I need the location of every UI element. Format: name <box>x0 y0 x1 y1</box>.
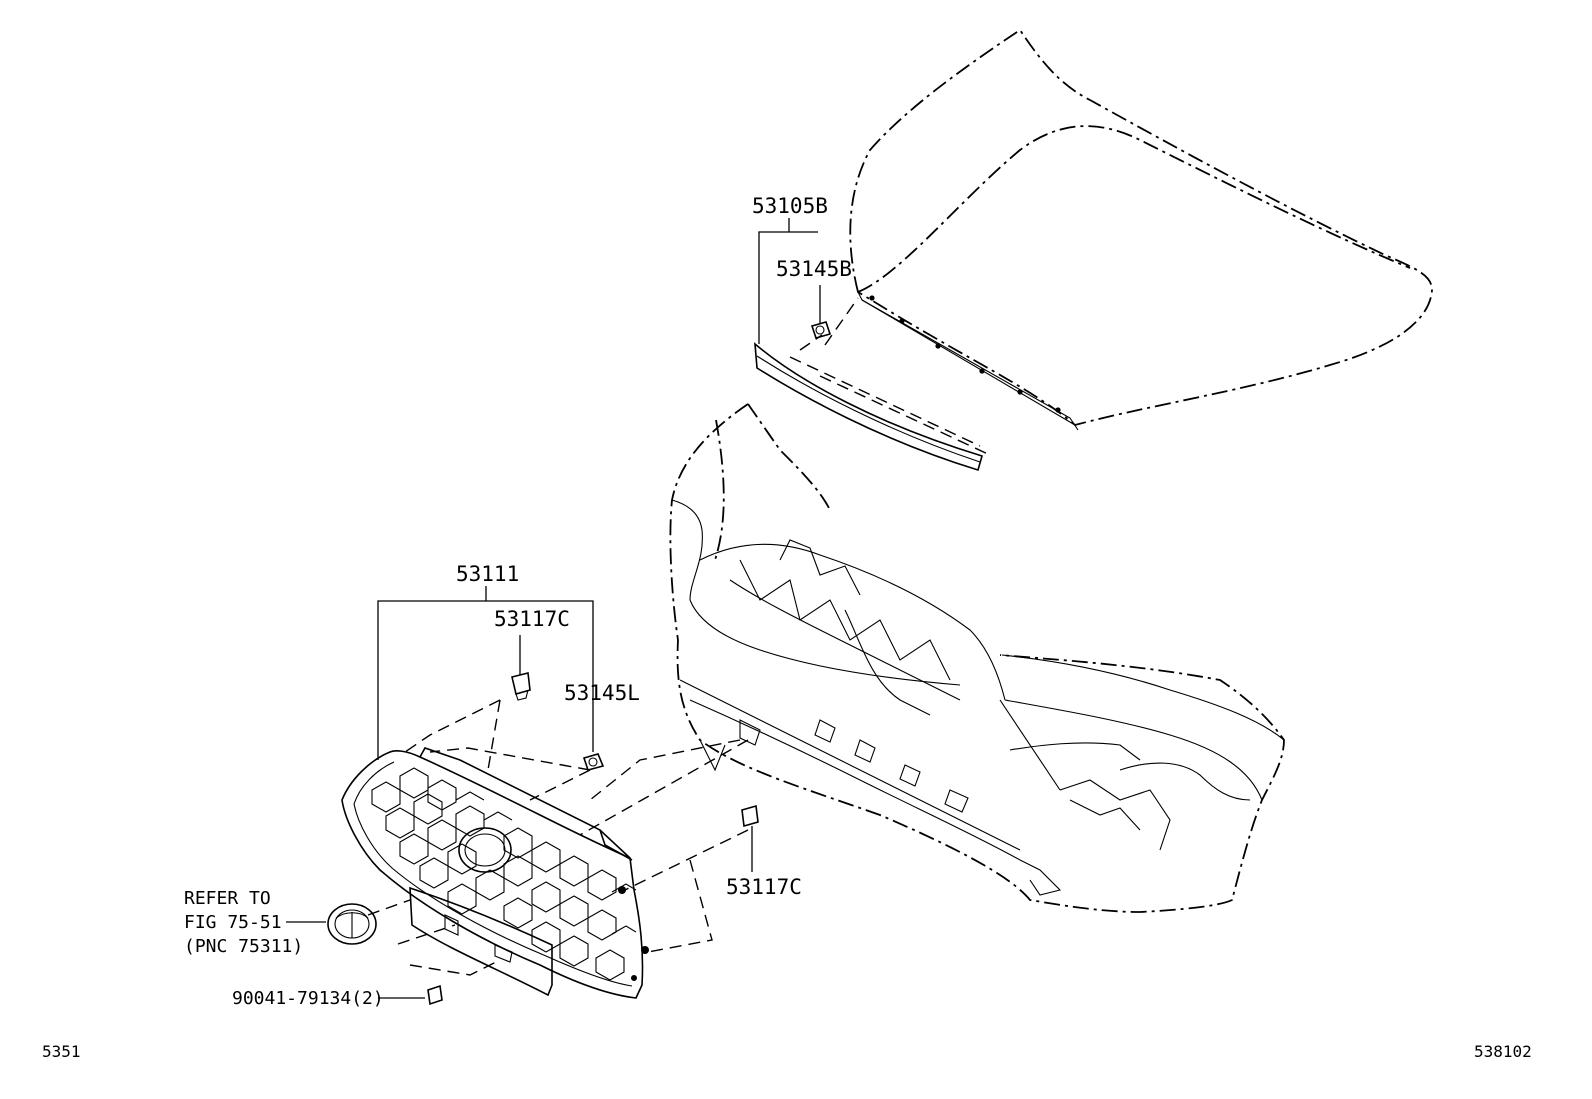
clip-53145B-part <box>810 321 832 339</box>
refer-line-1: REFER TO <box>184 888 271 909</box>
leader-lines <box>286 218 821 999</box>
label-53117C-top: 53117C <box>494 607 570 631</box>
radiator-grille <box>341 747 649 999</box>
label-53105B: 53105B <box>752 194 828 218</box>
grille-connection-lines <box>367 699 749 976</box>
front-bumper-outline <box>669 403 1285 913</box>
grille-mesh <box>371 767 637 981</box>
corner-code-right: 538102 <box>1474 1042 1532 1061</box>
label-53117C-right: 53117C <box>726 875 802 899</box>
nut-90041-part <box>427 984 443 1006</box>
refer-line-2: FIG 75-51 <box>184 912 282 933</box>
label-90041-79134: 90041-79134(2) <box>232 988 384 1009</box>
hood-outline <box>849 28 1433 431</box>
hood-seal-strip <box>754 297 991 472</box>
refer-line-3: (PNC 75311) <box>184 936 303 957</box>
grille-emblem-ring <box>458 827 512 873</box>
clip-53117C-right-part <box>741 804 759 828</box>
clip-53145L-part <box>582 753 605 771</box>
label-53145B: 53145B <box>776 257 852 281</box>
corner-code-left: 5351 <box>42 1042 81 1061</box>
clip-53117C-top-part <box>511 672 531 701</box>
grille-lower-panel <box>409 886 553 997</box>
toyota-emblem <box>327 903 377 945</box>
label-53145L: 53145L <box>564 681 640 705</box>
label-53111: 53111 <box>456 562 519 586</box>
